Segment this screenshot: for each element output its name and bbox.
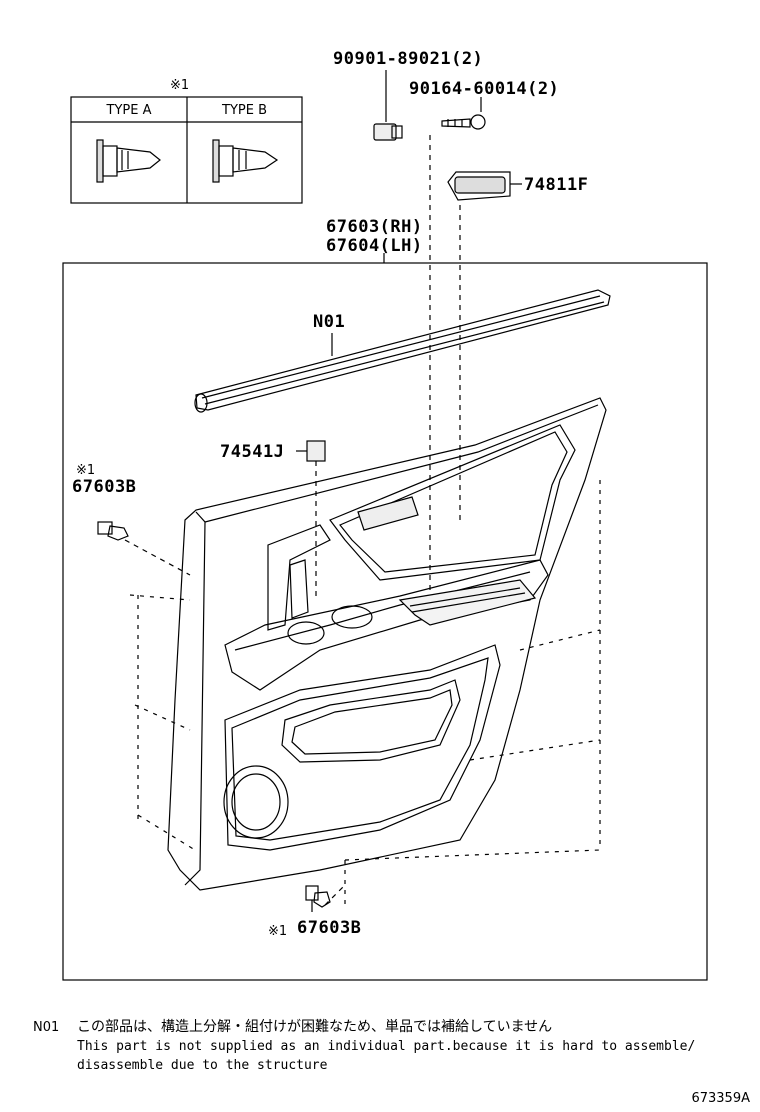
weatherstrip-n01-icon	[194, 289, 611, 413]
callout-clip-bottom-marker: ※1	[268, 924, 288, 939]
note-code: N01	[33, 1020, 60, 1035]
note-english-line-2: disassemble due to the structure	[77, 1058, 328, 1073]
handle-74811f-icon	[447, 171, 522, 201]
note-block: N01 この部品は、構造上分解・組付けが困難なため、単品では補給していません Th…	[33, 1018, 695, 1075]
callout-switch-74541j: 74541J	[220, 442, 285, 462]
callout-n01: N01	[313, 312, 346, 332]
assembly-frame	[62, 262, 708, 981]
callout-screw-90164: 90164-60014(2)	[409, 79, 560, 99]
type-a-clip-icon	[96, 139, 161, 183]
note-english-line-1: This part is not supplied as an individu…	[77, 1039, 696, 1054]
door-trim-board	[167, 397, 607, 891]
inset-marker: ※1	[170, 78, 190, 93]
callout-clip-90901: 90901-89021(2)	[333, 49, 484, 69]
callout-board-lh: 67604(LH)	[326, 236, 423, 256]
note-japanese: この部品は、構造上分解・組付けが困難なため、単品では補給していません	[77, 1019, 553, 1035]
type-b-clip-icon	[212, 139, 279, 183]
callout-clip-top: 67603B	[72, 477, 137, 497]
callout-clip-bottom: 67603B	[297, 918, 362, 938]
type-a-label: TYPE A	[106, 103, 152, 118]
callout-handle-74811f: 74811F	[524, 175, 589, 195]
type-b-label: TYPE B	[222, 103, 267, 118]
screw-90164-icon	[441, 97, 486, 130]
clip-67603b-bottom-icon	[305, 885, 331, 912]
callout-clip-top-marker: ※1	[76, 463, 96, 478]
switch-74541j-icon	[296, 440, 326, 600]
callout-board-rh: 67603(RH)	[326, 217, 423, 237]
clip-67603b-top-icon	[97, 521, 129, 541]
clip-90901-icon	[373, 70, 403, 141]
drawing-id: 673359A	[691, 1091, 750, 1106]
